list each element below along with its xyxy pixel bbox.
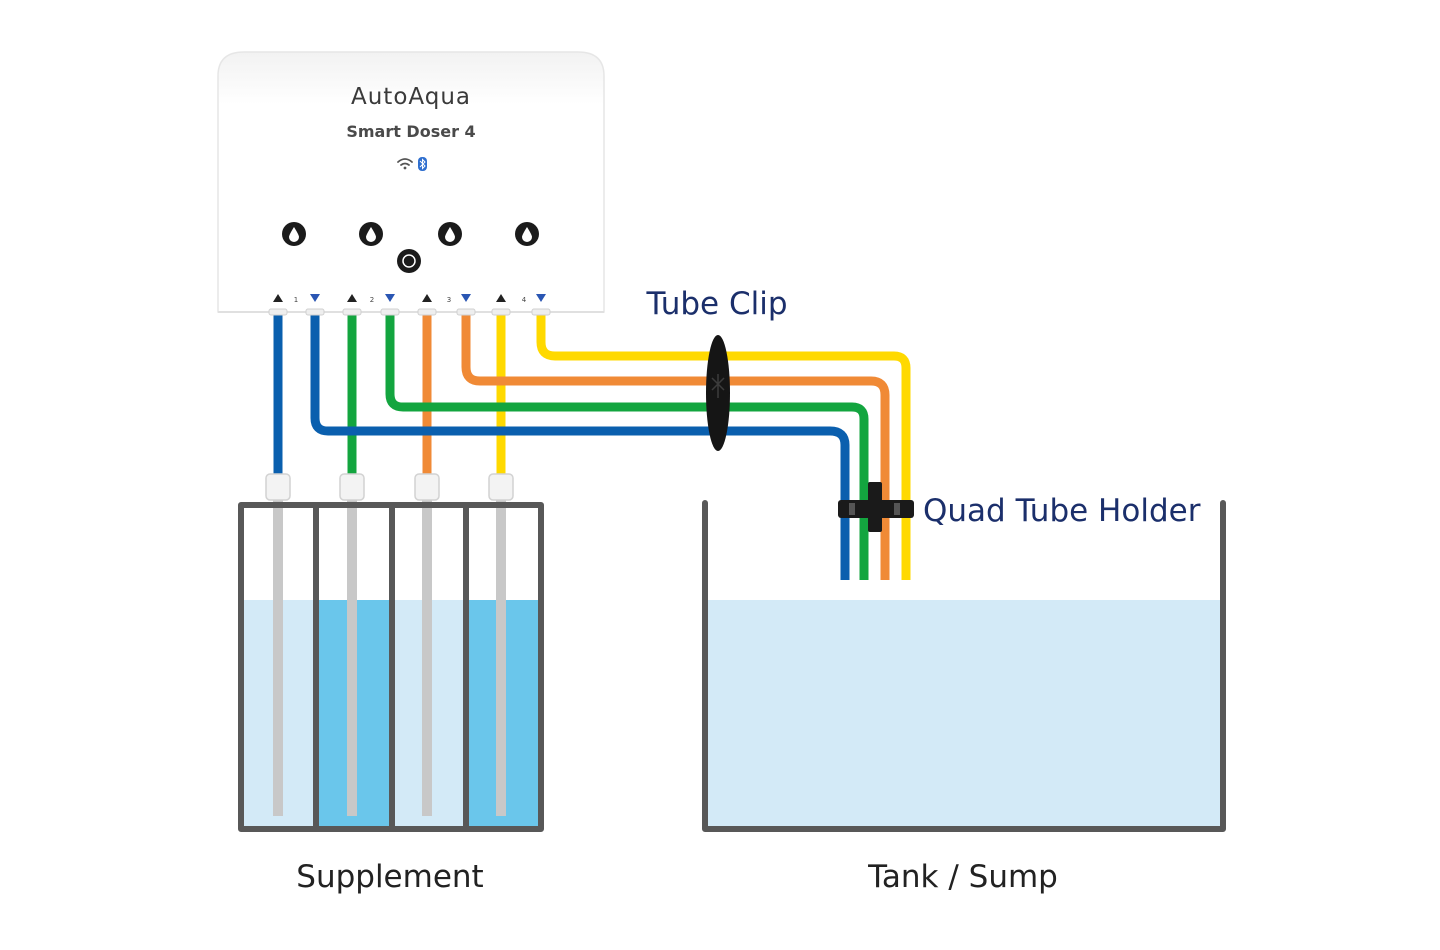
- pump-button-3[interactable]: [438, 222, 462, 246]
- port-number-2: 2: [370, 296, 374, 304]
- intake-tubes: [273, 496, 506, 816]
- droplet-icon: [522, 227, 532, 242]
- smart-doser-device: AutoAqua Smart Doser 4: [217, 51, 605, 316]
- tank-sump-label: Tank / Sump: [867, 859, 1058, 895]
- tube-clip: [706, 335, 730, 451]
- quad-tube-holder-label: Quad Tube Holder: [923, 493, 1201, 529]
- output-tubes: [310, 312, 911, 580]
- pump-button-4[interactable]: [515, 222, 539, 246]
- output-tube-orange: [461, 312, 890, 580]
- brand-logo: AutoAqua: [351, 84, 471, 110]
- port-markers: 1 2 3 4: [273, 294, 546, 304]
- pump-button-2[interactable]: [359, 222, 383, 246]
- droplet-icon: [445, 227, 455, 242]
- power-button-icon: [402, 254, 416, 268]
- bluetooth-icon: [418, 157, 427, 171]
- tube-clip-label: Tube Clip: [645, 286, 787, 322]
- droplet-icon: [366, 227, 376, 242]
- port-number-1: 1: [294, 296, 298, 304]
- output-tube-blue: [310, 312, 850, 580]
- supplement-label: Supplement: [296, 859, 483, 895]
- power-button[interactable]: [397, 249, 421, 273]
- supplement-container: [238, 502, 544, 832]
- pump-button-1[interactable]: [282, 222, 306, 246]
- port-number-3: 3: [447, 296, 451, 304]
- tank-sump: [702, 500, 1226, 832]
- output-tube-green: [385, 312, 869, 580]
- supply-tubes: [273, 312, 506, 478]
- clip-mark-icon: [711, 374, 725, 398]
- quad-tube-holder: [838, 482, 914, 532]
- droplet-icon: [289, 227, 299, 242]
- tank-water: [708, 600, 1222, 826]
- port-nozzles: [268, 308, 551, 316]
- model-name: Smart Doser 4: [346, 122, 475, 141]
- wifi-icon: [397, 158, 413, 170]
- port-number-4: 4: [522, 296, 527, 304]
- bottle-connectors: [265, 473, 514, 501]
